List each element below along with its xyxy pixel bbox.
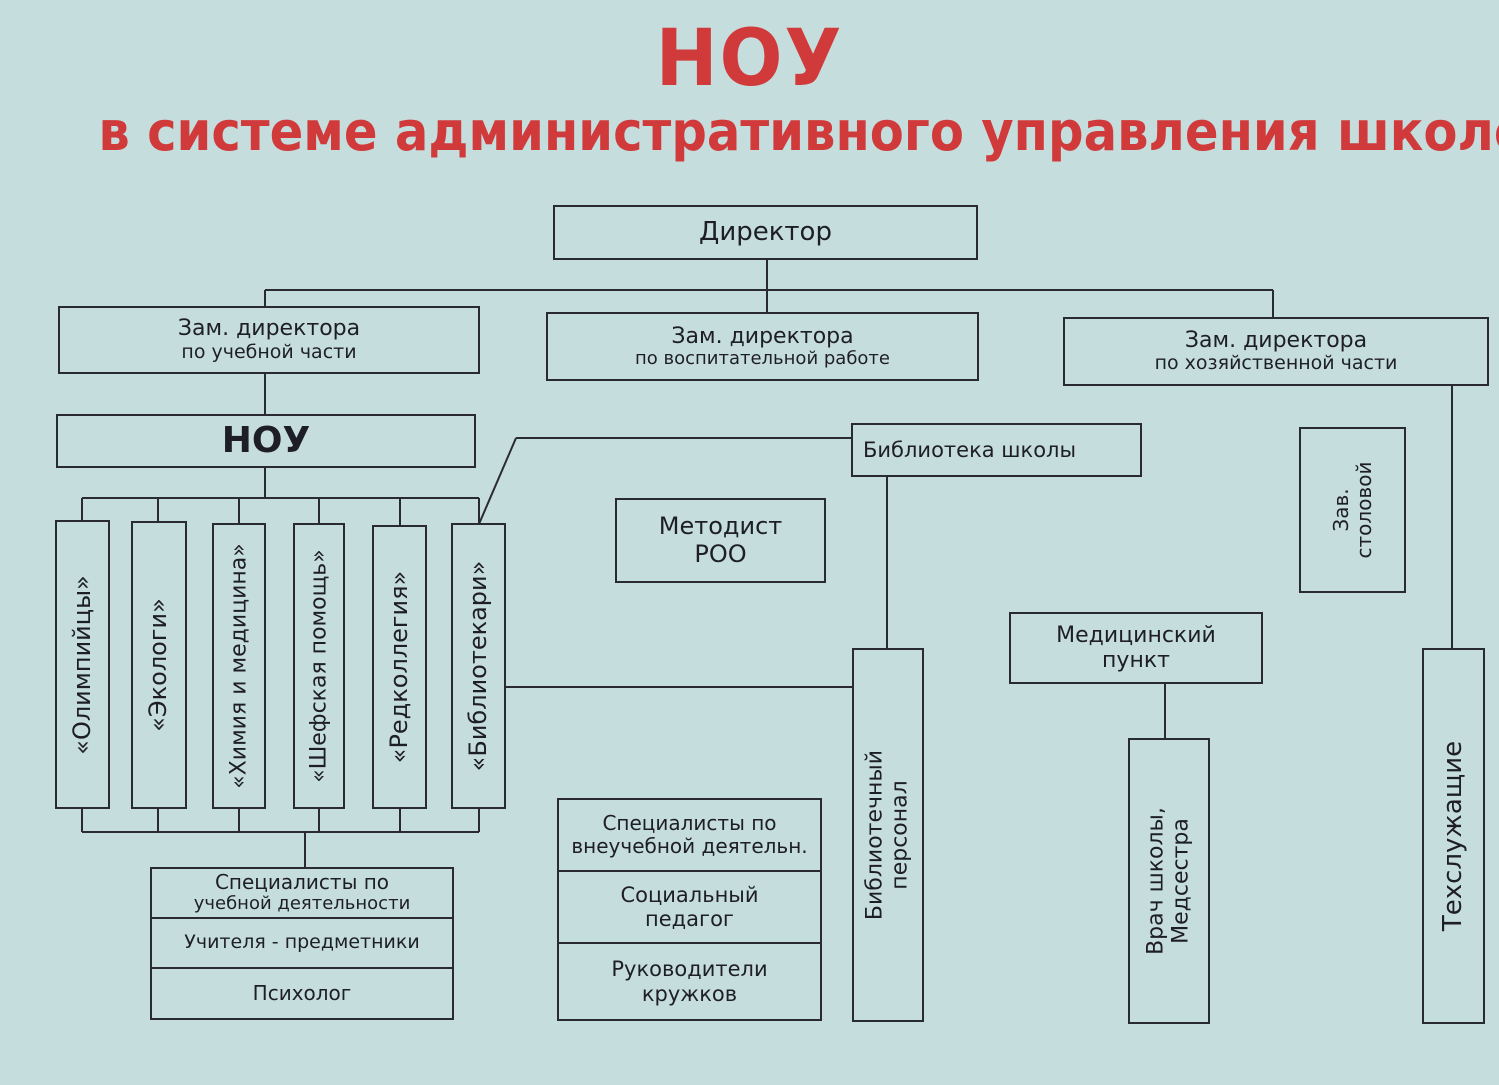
group-chemistry-medicine: «Химия и медицина» <box>212 523 266 809</box>
canteen-head-label: Зав. столовой <box>1328 461 1376 559</box>
tech-staff-label: Техслужащие <box>1437 740 1468 932</box>
medical-point-box: Медицинский пункт <box>1009 612 1263 684</box>
group-librarians: «Библиотекари» <box>451 523 506 809</box>
study-specialists-area: учебной деятельности <box>193 893 411 915</box>
director-label: Директор <box>699 216 832 247</box>
deputy-household-box: Зам. директора по хозяйственной части <box>1063 317 1489 386</box>
medical-point-title: Медицинский <box>1056 622 1216 648</box>
group-olympians-label: «Олимпийцы» <box>67 574 96 755</box>
group-editorial: «Редколлегия» <box>372 525 427 809</box>
extracurricular-specialists-row: Руководители кружков <box>559 942 820 1019</box>
group-librarians-label: «Библиотекари» <box>463 560 492 772</box>
doctor-box: Врач школы, Медсестра <box>1128 738 1210 1024</box>
library-staff-sub: персонал <box>888 780 913 890</box>
deputy-study-title: Зам. директора <box>177 316 361 342</box>
library-staff-box: Библиотечный персонал <box>852 648 924 1022</box>
group-ecologists: «Экологи» <box>131 521 187 809</box>
doctor-sub: Медсестра <box>1169 818 1194 944</box>
study-specialists-table: Специалисты по учебной деятельности Учит… <box>150 867 454 1020</box>
deputy-study-area: по учебной части <box>181 340 357 363</box>
doctor-label: Врач школы, Медсестра <box>1144 807 1195 955</box>
nou-box: НОУ <box>56 414 476 468</box>
deputy-upbringing-area: по воспитательной работе <box>634 347 890 369</box>
deputy-upbringing-title: Зам. директора <box>671 323 854 349</box>
study-specialists-title: Специалисты по <box>214 870 390 895</box>
social-pedagogue-sub: педагог <box>645 907 734 931</box>
school-library-box: Библиотека школы <box>851 423 1142 477</box>
doctor-title: Врач школы, <box>1143 807 1169 955</box>
study-specialists-row: Учителя - предметники <box>152 917 452 967</box>
club-leaders-title: Руководители <box>611 957 768 982</box>
methodist-title: Методист <box>658 511 783 540</box>
extracurricular-specialists-title: Специалисты по <box>602 811 777 835</box>
poster-subtitle: в системе административного управления ш… <box>98 100 1499 163</box>
poster-title: НОУ <box>655 14 844 104</box>
methodist-org: РОО <box>694 539 747 568</box>
deputy-household-title: Зам. директора <box>1184 327 1368 353</box>
canteen-head-title: Зав. <box>1328 488 1353 532</box>
subject-teachers-label: Учителя - предметники <box>184 931 420 954</box>
deputy-household-area: по хозяйственной части <box>1154 352 1398 375</box>
medical-point-sub: пункт <box>1102 648 1170 673</box>
methodist-box: Методист РОО <box>615 498 826 583</box>
group-editorial-label: «Редколлегия» <box>384 570 413 764</box>
extracurricular-specialists-area: внеучебной деятельн. <box>571 834 808 858</box>
study-specialists-row: Психолог <box>152 967 452 1018</box>
study-specialists-header: Специалисты по учебной деятельности <box>152 869 452 917</box>
club-leaders-sub: кружков <box>641 981 738 1006</box>
extracurricular-specialists-header: Специалисты по внеучебной деятельн. <box>559 800 820 870</box>
director-box: Директор <box>553 205 978 260</box>
canteen-head-box: Зав. столовой <box>1299 427 1406 593</box>
tech-staff-box: Техслужащие <box>1422 648 1485 1024</box>
nou-label: НОУ <box>221 420 311 462</box>
group-olympians: «Олимпийцы» <box>55 520 110 809</box>
library-staff-label: Библиотечный персонал <box>863 750 914 920</box>
group-ecologists-label: «Экологи» <box>144 598 173 732</box>
group-chemistry-medicine-label: «Химия и медицина» <box>226 543 252 789</box>
canteen-head-place: столовой <box>1351 461 1376 559</box>
extracurricular-specialists-row: Социальный педагог <box>559 870 820 942</box>
library-staff-title: Библиотечный <box>862 749 888 921</box>
psychologist-label: Психолог <box>252 981 352 1005</box>
extracurricular-specialists-table: Специалисты по внеучебной деятельн. Соци… <box>557 798 822 1021</box>
deputy-upbringing-box: Зам. директора по воспитательной работе <box>546 312 979 381</box>
deputy-study-box: Зам. директора по учебной части <box>58 306 480 374</box>
group-patronage-label: «Шефская помощь» <box>306 549 332 783</box>
social-pedagogue-title: Социальный <box>620 882 759 907</box>
school-library-label: Библиотека школы <box>863 437 1077 462</box>
group-patronage: «Шефская помощь» <box>293 523 345 809</box>
